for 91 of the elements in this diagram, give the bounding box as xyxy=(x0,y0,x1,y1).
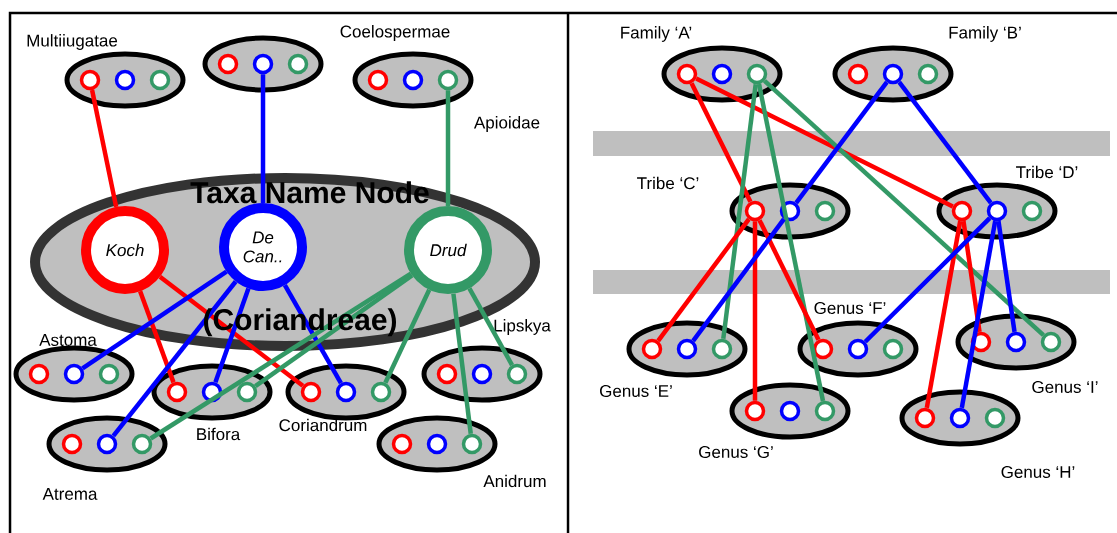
port-circle xyxy=(300,381,322,403)
port-circle xyxy=(236,381,258,403)
connector-line xyxy=(689,82,753,203)
connector-line xyxy=(260,74,266,203)
port-circle xyxy=(28,363,50,385)
author-ring: De Can.. xyxy=(219,203,307,291)
connector-line xyxy=(213,287,251,384)
taxon-label: Lipskya xyxy=(494,319,551,335)
port-circle xyxy=(96,433,118,455)
taxon-label: Apioidae xyxy=(473,116,540,132)
author-ring: Drud xyxy=(404,206,492,294)
connector-line xyxy=(961,220,982,333)
taxon-label: Genus ‘G’ xyxy=(699,445,773,458)
port-circle xyxy=(367,69,389,91)
connector-line xyxy=(757,219,821,341)
port-circle xyxy=(814,400,836,422)
port-circle xyxy=(711,63,733,85)
connector-line xyxy=(695,76,954,209)
port-circle xyxy=(335,381,357,403)
port-circle xyxy=(641,338,663,360)
connector-line xyxy=(691,217,786,343)
port-circle xyxy=(402,69,424,91)
port-circle xyxy=(471,363,493,385)
taxon-label: Family ‘A’ xyxy=(621,26,692,42)
port-circle xyxy=(847,338,869,360)
taxon-label: Coriandrum xyxy=(279,418,367,432)
port-circle xyxy=(917,63,939,85)
port-circle xyxy=(79,69,101,91)
port-circle xyxy=(1021,200,1043,222)
port-circle xyxy=(437,69,459,91)
port-circle xyxy=(114,69,136,91)
port-circle xyxy=(746,63,768,85)
taxon-label: Bifora xyxy=(197,427,241,441)
port-circle xyxy=(676,338,698,360)
port-circle xyxy=(744,200,766,222)
port-circle xyxy=(217,53,239,75)
port-circle xyxy=(1040,331,1062,353)
port-circle xyxy=(744,400,766,422)
port-circle xyxy=(436,363,458,385)
port-circle xyxy=(166,381,188,403)
port-circle xyxy=(676,63,698,85)
port-circle xyxy=(814,200,836,222)
port-circle xyxy=(779,200,801,222)
connector-line xyxy=(721,83,758,340)
port-circle xyxy=(986,200,1008,222)
port-circle xyxy=(949,407,971,429)
connector-line xyxy=(138,290,176,384)
port-circle xyxy=(370,381,392,403)
port-circle xyxy=(98,363,120,385)
connector-line xyxy=(959,220,998,409)
port-circle xyxy=(61,433,83,455)
connector-line xyxy=(897,80,993,205)
taxon-label: Genus ‘F’ xyxy=(814,302,886,314)
connector-line xyxy=(149,271,413,441)
port-circle xyxy=(812,338,834,360)
connector-line xyxy=(763,79,1045,337)
port-circle xyxy=(131,433,153,455)
taxon-label: Tribe ‘C’ xyxy=(637,176,699,190)
port-circle xyxy=(391,433,413,455)
port-circle xyxy=(149,69,171,91)
port-circle xyxy=(63,363,85,385)
connector-line xyxy=(81,269,228,371)
taxon-label: Genus ‘E’ xyxy=(600,384,672,397)
connector-line xyxy=(996,220,1017,333)
taxon-label: Family ‘B’ xyxy=(949,26,1021,42)
port-circle xyxy=(426,433,448,455)
taxon-label: Genus ‘H’ xyxy=(1001,465,1075,478)
port-circle xyxy=(779,400,801,422)
port-circle xyxy=(847,63,869,85)
port-circle xyxy=(201,381,223,403)
taxon-label: Coelospermae xyxy=(340,25,450,41)
connector-line xyxy=(794,80,889,205)
port-circle xyxy=(984,407,1006,429)
taxon-label: Astoma xyxy=(39,334,97,346)
port-circle xyxy=(882,63,904,85)
taxon-label: Anidrum xyxy=(483,474,546,488)
port-circle xyxy=(951,200,973,222)
taxon-label: Genus ‘I’ xyxy=(1032,380,1098,393)
port-circle xyxy=(506,363,528,385)
port-circle xyxy=(970,331,992,353)
taxon-label: Tribe ‘D’ xyxy=(1016,165,1078,179)
port-circle xyxy=(461,433,483,455)
taxon-label: Atrema xyxy=(42,488,98,500)
port-circle xyxy=(711,338,733,360)
port-circle xyxy=(914,407,936,429)
port-circle xyxy=(882,338,904,360)
port-circle xyxy=(1005,331,1027,353)
author-ring: Koch xyxy=(81,206,169,294)
port-circle xyxy=(252,53,274,75)
port-circle xyxy=(287,53,309,75)
taxon-label: Multiiugatae xyxy=(27,34,118,50)
